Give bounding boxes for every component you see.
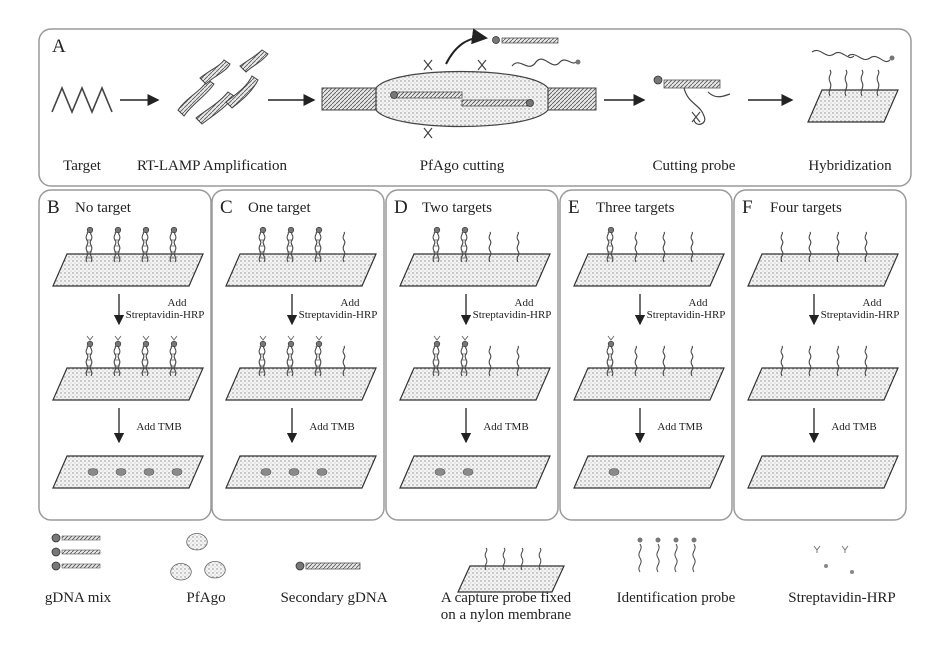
color-spot bbox=[116, 469, 126, 476]
step-label-cutting-probe: Cutting probe bbox=[653, 158, 736, 174]
step-label-streptavidin: Streptavidin-HRP bbox=[299, 309, 378, 321]
step-label-tmb: Add TMB bbox=[136, 421, 181, 433]
legend-streptavidin-hrp-icon bbox=[814, 546, 854, 574]
membrane-result bbox=[226, 456, 376, 488]
step-label-tmb: Add TMB bbox=[831, 421, 876, 433]
legend-pfago-icon bbox=[171, 534, 226, 581]
legend-label: on a nylon membrane bbox=[441, 607, 572, 623]
legend-capture-probe-icon bbox=[458, 548, 564, 592]
step-label-streptavidin: Streptavidin-HRP bbox=[647, 309, 726, 321]
panel-letter: D bbox=[394, 197, 408, 218]
membrane-hrp bbox=[53, 368, 203, 400]
hybridization-icon bbox=[808, 50, 898, 122]
panel-e: E Three targetsAddStreptavidin-HRP Add TMB bbox=[560, 190, 732, 520]
panel-title: One target bbox=[248, 200, 311, 216]
color-spot bbox=[144, 469, 154, 476]
color-spot bbox=[172, 469, 182, 476]
membrane-initial bbox=[574, 254, 724, 286]
panel-title: No target bbox=[75, 200, 132, 216]
step-label-add: Add bbox=[341, 297, 360, 309]
membrane-initial bbox=[748, 254, 898, 286]
panel-d: D Two targetsAddStreptavidin-HRP Add TMB bbox=[386, 190, 558, 520]
membrane-result bbox=[748, 456, 898, 488]
target-rna-wave bbox=[52, 88, 112, 112]
panel-letter: C bbox=[220, 197, 233, 218]
step-label-hybridization: Hybridization bbox=[808, 158, 892, 174]
legend-label: gDNA mix bbox=[45, 590, 112, 606]
color-spot bbox=[289, 469, 299, 476]
color-spot bbox=[609, 469, 619, 476]
panel-title: Four targets bbox=[770, 200, 842, 216]
pfago-cutting-icon bbox=[322, 37, 596, 139]
membrane-initial bbox=[400, 254, 550, 286]
legend-label: PfAgo bbox=[186, 590, 225, 606]
color-spot bbox=[261, 469, 271, 476]
panel-b: B No targetAddStreptavidin-HRP Add TMB bbox=[39, 190, 211, 520]
step-label-add: Add bbox=[689, 297, 708, 309]
legend-label: A capture probe fixed bbox=[441, 590, 572, 606]
membrane-initial bbox=[53, 254, 203, 286]
step-label-tmb: Add TMB bbox=[483, 421, 528, 433]
step-label-add: Add bbox=[863, 297, 882, 309]
step-label-streptavidin: Streptavidin-HRP bbox=[126, 309, 205, 321]
step-label-add: Add bbox=[515, 297, 534, 309]
step-label-streptavidin: Streptavidin-HRP bbox=[821, 309, 900, 321]
step-label-add: Add bbox=[168, 297, 187, 309]
membrane-result bbox=[574, 456, 724, 488]
legend-identification-probe-icon bbox=[638, 538, 697, 573]
panel-f: F Four targetsAddStreptavidin-HRP Add TMB bbox=[734, 190, 906, 520]
legend-label: Identification probe bbox=[617, 590, 736, 606]
membrane-hrp bbox=[748, 368, 898, 400]
lamp-amplicons-icon bbox=[178, 50, 268, 124]
panel-letter: E bbox=[568, 197, 580, 218]
panel-title: Two targets bbox=[422, 200, 492, 216]
step-label-target: Target bbox=[63, 158, 102, 174]
step-label-rt-lamp: RT-LAMP Amplification bbox=[137, 158, 288, 174]
panel-title: Three targets bbox=[596, 200, 675, 216]
panel-letter: B bbox=[47, 197, 60, 218]
step-label-streptavidin: Streptavidin-HRP bbox=[473, 309, 552, 321]
panel-a: A bbox=[39, 29, 911, 186]
detection-panels: BNo targetAddStreptavidin-HRPAdd TMBCOne… bbox=[39, 190, 906, 520]
step-label-pfago-cutting: PfAgo cutting bbox=[420, 158, 505, 174]
cutting-probe-icon bbox=[654, 76, 730, 124]
legend-secondary-gdna-icon bbox=[296, 562, 360, 570]
color-spot bbox=[317, 469, 327, 476]
legend-label: Streptavidin-HRP bbox=[788, 590, 896, 606]
membrane-result bbox=[400, 456, 550, 488]
membrane-hrp bbox=[574, 368, 724, 400]
color-spot bbox=[435, 469, 445, 476]
membrane-initial bbox=[226, 254, 376, 286]
legend-label: Secondary gDNA bbox=[280, 590, 387, 606]
membrane-hrp bbox=[226, 368, 376, 400]
legend-gdna-mix-icon bbox=[52, 534, 100, 570]
color-spot bbox=[463, 469, 473, 476]
panel-a-letter: A bbox=[52, 36, 66, 57]
step-label-tmb: Add TMB bbox=[309, 421, 354, 433]
step-label-tmb: Add TMB bbox=[657, 421, 702, 433]
color-spot bbox=[88, 469, 98, 476]
panel-letter: F bbox=[742, 197, 753, 218]
panel-c: C One targetAddStreptavidin-HRP Add TMB bbox=[212, 190, 384, 520]
membrane-hrp bbox=[400, 368, 550, 400]
legend: gDNA mix PfAgo Secondary gDNA A capture pro… bbox=[45, 534, 896, 624]
